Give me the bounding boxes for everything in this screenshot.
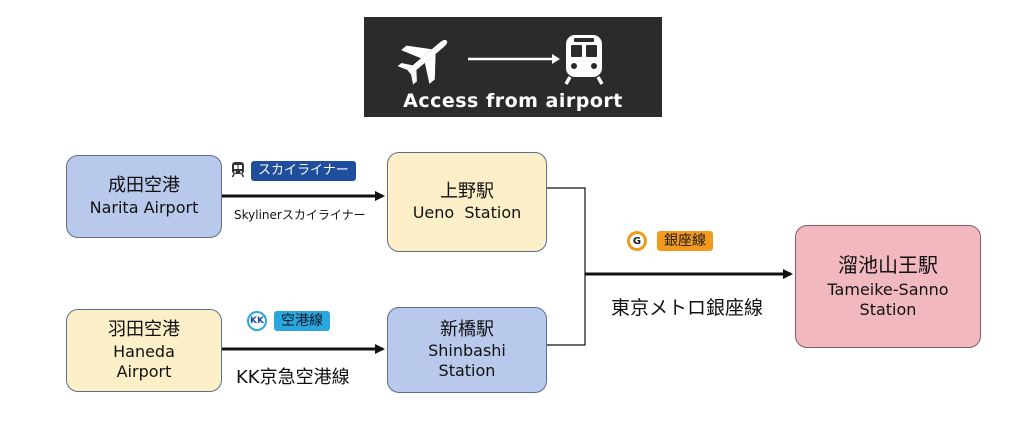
keikyu-kk-icon: KK xyxy=(247,311,267,331)
haneda-en-name-1: Haneda xyxy=(113,341,175,361)
ginza-line-label: 東京メトロ銀座線 xyxy=(611,297,764,319)
haneda-jp-name: 羽田空港 xyxy=(108,319,180,341)
ueno-station-box: 上野駅 Ueno Station xyxy=(387,152,547,252)
ginza-line-badge: 銀座線 xyxy=(657,231,713,251)
keikyu-line-label: KK京急空港線 xyxy=(236,367,350,388)
tameike-jp-name: 溜池山王駅 xyxy=(838,253,938,277)
ueno-connector xyxy=(547,187,586,274)
banner-icon-group xyxy=(397,35,604,85)
shinbashi-en-name-1: Shinbashi xyxy=(428,341,506,361)
ginza-g-letter: G xyxy=(630,234,644,248)
banner-title: Access from airport xyxy=(403,90,623,112)
shinbashi-jp-name: 新橋駅 xyxy=(440,318,494,340)
skyliner-line-label: Skylinerスカイライナー xyxy=(234,208,366,222)
narita-jp-name: 成田空港 xyxy=(108,175,180,197)
haneda-en-name-2: Airport xyxy=(116,361,172,381)
access-banner: Access from airport xyxy=(364,17,662,117)
keikyu-line-badge: 空港線 xyxy=(274,311,330,331)
skyliner-line-badge: スカイライナー xyxy=(251,161,356,181)
haneda-airport-box: 羽田空港 Haneda Airport xyxy=(66,309,222,392)
ueno-jp-name: 上野駅 xyxy=(440,180,494,202)
shinbashi-en-name-2: Station xyxy=(438,361,496,381)
ueno-en-name: Ueno Station xyxy=(412,203,522,223)
train-icon xyxy=(564,35,604,85)
arrow-right-icon xyxy=(468,54,560,64)
narita-en-name: Narita Airport xyxy=(89,197,199,217)
shinbashi-station-box: 新橋駅 Shinbashi Station xyxy=(387,307,547,393)
tameike-en-name-2: Station xyxy=(859,300,917,319)
airplane-icon xyxy=(397,39,448,85)
narita-airport-box: 成田空港 Narita Airport xyxy=(66,155,222,238)
tameike-en-name-1: Tameike-Sanno xyxy=(827,280,949,299)
ginza-g-icon: G xyxy=(627,231,647,251)
tameike-sanno-station-box: 溜池山王駅 Tameike-Sanno Station xyxy=(795,225,981,348)
skyliner-train-icon xyxy=(231,162,245,178)
shinbashi-connector xyxy=(547,274,586,346)
